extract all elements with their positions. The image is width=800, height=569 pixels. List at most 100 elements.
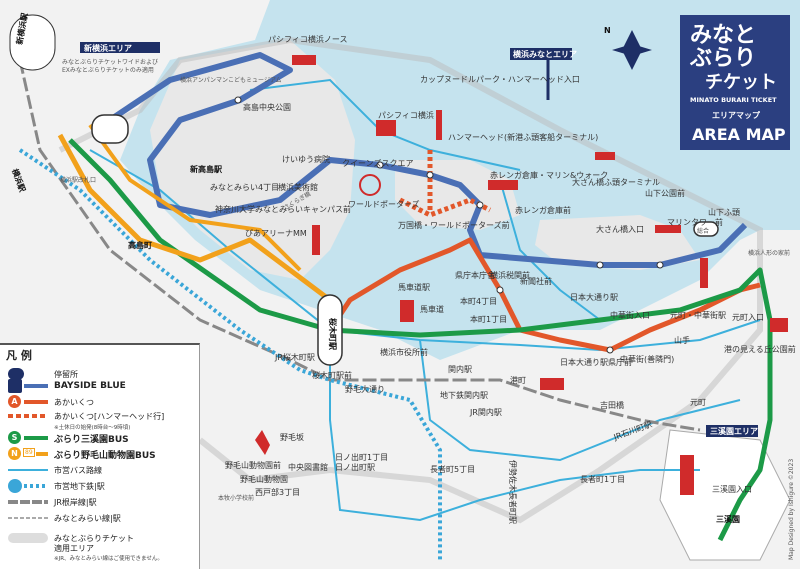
stop-akarenga[interactable] [476, 201, 484, 209]
label-kannai-kanko: 横浜税関前 [490, 270, 530, 280]
label-yokohama-ningyo: 横浜人形の家前 [748, 249, 790, 257]
route-lines [18, 52, 773, 560]
legend-mm-row: みなとみらい線|駅 [8, 511, 121, 525]
title-block: みなと ぶらり チケット MINATO BURARI TICKET エリアマップ… [680, 15, 790, 150]
sankeien-area-tag [706, 425, 758, 437]
marine-tower-icon [700, 258, 708, 288]
shinyokohama-area-label: 新横浜エリア [84, 43, 132, 53]
gate-icon [770, 318, 788, 332]
red-brick-icon [488, 180, 518, 190]
stops [234, 96, 664, 354]
label-osanbashi-term: 大さん橋ふ頭ターミナル [572, 177, 660, 187]
credit: Map Designed by Ishigure ©2023 [788, 459, 795, 560]
label-sankeien-iriguchi: 三溪園入口 [712, 484, 752, 494]
label-shiyakusho: 横浜市役所前 [380, 347, 428, 357]
sakuragicho-hub[interactable] [317, 294, 343, 366]
label-pacifico: パシフィコ横浜 [378, 110, 434, 120]
stop-hammerhead[interactable] [426, 171, 434, 179]
mm-symbol [8, 511, 48, 525]
legend-stop-row: 停留所 [8, 367, 78, 381]
label-takashima-park: 高島中央公園 [243, 102, 291, 112]
label-nogeo: 野毛坂 [280, 432, 304, 442]
pacifico-icon [376, 120, 396, 136]
label-hammerhead: ハンマーヘッド(新港ふ頭客船ターミナル) [448, 132, 598, 142]
legend-noge-label: ぶらり野毛山動物園BUS [54, 450, 156, 461]
label-pacifico-north: パシフィコ横浜ノース [268, 34, 347, 44]
label-akarenga-mae: 赤レンガ倉庫前 [515, 205, 571, 215]
legend-akaikutsu-hh-row: あかいくつ[ハンマーヘッド行] [8, 409, 164, 423]
legend-akaikutsu-label: あかいくつ [54, 397, 94, 407]
stop-bashamichi[interactable] [496, 286, 504, 294]
legend-shiei-row: 市営バス路線 [8, 463, 102, 477]
label-noge-zoo: 野毛山動物園 [240, 474, 288, 484]
label-sankeien: 三溪園 [716, 514, 740, 524]
legend-stop-label: 停留所 [54, 369, 78, 379]
shinyokohama-zone [9, 14, 56, 71]
ferris-wheel-icon [359, 174, 381, 196]
label-jr-sakuragicho: JR桜木町駅 [274, 352, 315, 362]
minato-area-label: 横浜みなとエリア [513, 49, 577, 59]
title-sub: エリアマップ [712, 110, 761, 120]
landmark-icons [255, 55, 788, 495]
label-bankoku: 万国橋・ワールドポーターズ前 [398, 220, 510, 230]
stop-osanbashi[interactable] [596, 261, 604, 269]
crane-icon [436, 110, 442, 140]
stop-yamashita[interactable] [656, 261, 664, 269]
giraffe-icon [255, 430, 270, 455]
shiei-bus-line-3 [419, 339, 741, 462]
label-hinodecho: 日ノ出町駅 [335, 462, 375, 472]
stop-chukagai[interactable] [606, 346, 614, 354]
legend-jr-row: JR根岸線|駅 [8, 495, 97, 509]
legend-akaikutsu-hh-label: あかいくつ[ハンマーヘッド行] [54, 411, 165, 421]
title-areamap: AREA MAP [692, 125, 786, 144]
label-isezaki: 伊勢佐木長者町駅 [508, 460, 518, 524]
label-minatomachi: 港町 [510, 375, 526, 385]
stop-pacifico[interactable] [376, 161, 384, 169]
label-honcho4: 本町4丁目 [460, 296, 497, 306]
minato-area-tag [510, 48, 572, 60]
label-shinmotomachi: 元町 [690, 398, 706, 407]
label-chojamachi: 長者町1丁目 [580, 475, 625, 484]
stop-symbol [8, 367, 48, 381]
legend-zone-sub: ※JR、みなとみらい線はご使用できません。 [54, 556, 163, 562]
subway-line [18, 148, 442, 560]
yokohama-hub[interactable] [91, 114, 129, 144]
label-osanbashi: 大さん橋入口 [596, 224, 644, 234]
label-shinbunsha: 新聞社前 [520, 276, 552, 286]
akaikutsu-badge: A [8, 395, 21, 408]
label-bijutsukan: 横浜美術館 [278, 182, 318, 192]
legend-bayside-row: BAYSIDE BLUE [8, 379, 126, 393]
sankeien-bus-line [68, 138, 773, 542]
label-shin-takashima: 新高島駅 [190, 164, 223, 174]
label-anpanman: 横浜アンパンマンこどもミュージアム [180, 76, 282, 84]
shinyokohama-note-1: みなとぶらりチケットワイドおよび [62, 58, 158, 66]
zone-symbol [8, 531, 48, 545]
label-pia-arena: ぴあアリーナMM [245, 229, 307, 238]
compass-n: N [604, 26, 611, 35]
label-queens: クイーンズスクエア [342, 158, 413, 168]
label-noge: 野毛大通り [345, 384, 385, 394]
legend-mm-label: みなとみらい線|駅 [54, 513, 121, 523]
akaikutsu-symbol: A [8, 395, 48, 409]
stop-takashima-park[interactable] [234, 96, 242, 104]
kannai-hall-icon [540, 378, 564, 390]
label-takashima: 高島町 [128, 240, 152, 250]
title-line1: みなと [690, 23, 756, 48]
sankei-symbol: S [8, 431, 48, 445]
legend-panel: 凡 例 停留所 BAYSIDE BLUE A あかいくつ あかいくつ[ハンマーヘ… [0, 343, 200, 569]
label-hinodecho1: 日ノ出町1丁目 [335, 452, 388, 462]
legend-subway-row: 市営地下鉄|駅 [8, 479, 105, 493]
legend-zone-row: みなとぶらりチケット [8, 531, 134, 545]
bayside-symbol [8, 379, 48, 393]
shiei-symbol [8, 463, 48, 477]
sogo-hub[interactable] [693, 221, 719, 237]
label-akarenga-marine: 赤レンガ倉庫・マリン&ウォーク [490, 170, 608, 180]
legend-sankei-label: ぶらり三溪園BUS [54, 434, 129, 445]
pagoda-icon [680, 455, 694, 495]
label-yoshida: 吉田橋 [600, 400, 624, 410]
label-kannai-stn: 関内駅 [448, 364, 472, 374]
label-marine-tower: マリンタワー前 [667, 217, 723, 227]
ticket-zone-boundary [58, 36, 763, 524]
